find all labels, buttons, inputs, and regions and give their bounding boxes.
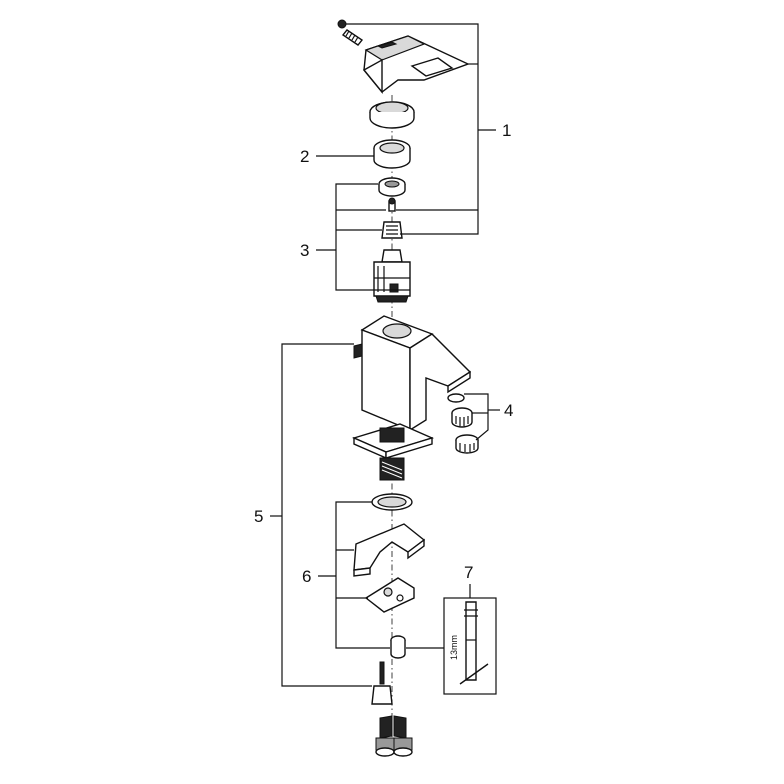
aerator-parts	[447, 393, 479, 454]
callout-1: 1	[502, 121, 511, 140]
callout-2: 2	[300, 147, 309, 166]
faucet-body-part	[353, 315, 472, 432]
cover-ring-part	[369, 101, 415, 129]
base-plate-part	[351, 423, 435, 481]
small-ring-part	[378, 177, 406, 197]
fixing-nut-part	[390, 635, 406, 659]
flex-hoses-part	[375, 715, 413, 757]
cartridge-part	[373, 249, 411, 303]
callout-4: 4	[504, 401, 513, 420]
set-screw-part	[337, 19, 364, 46]
horseshoe-gasket-part	[353, 523, 426, 577]
leader-lines	[270, 23, 500, 687]
threaded-stud-part	[371, 661, 393, 705]
callout-3: 3	[300, 241, 309, 260]
handle-lever-part	[362, 35, 470, 94]
callout-5: 5	[254, 507, 263, 526]
wrench-size-label: 13mm	[449, 635, 459, 660]
cap-nut-part	[373, 139, 411, 169]
gasket-ring-part	[371, 493, 413, 511]
callout-7: 7	[464, 563, 473, 582]
adapter-part	[381, 221, 403, 239]
clamp-plate-part	[364, 577, 415, 613]
pin-part	[388, 197, 396, 212]
callout-6: 6	[302, 567, 311, 586]
